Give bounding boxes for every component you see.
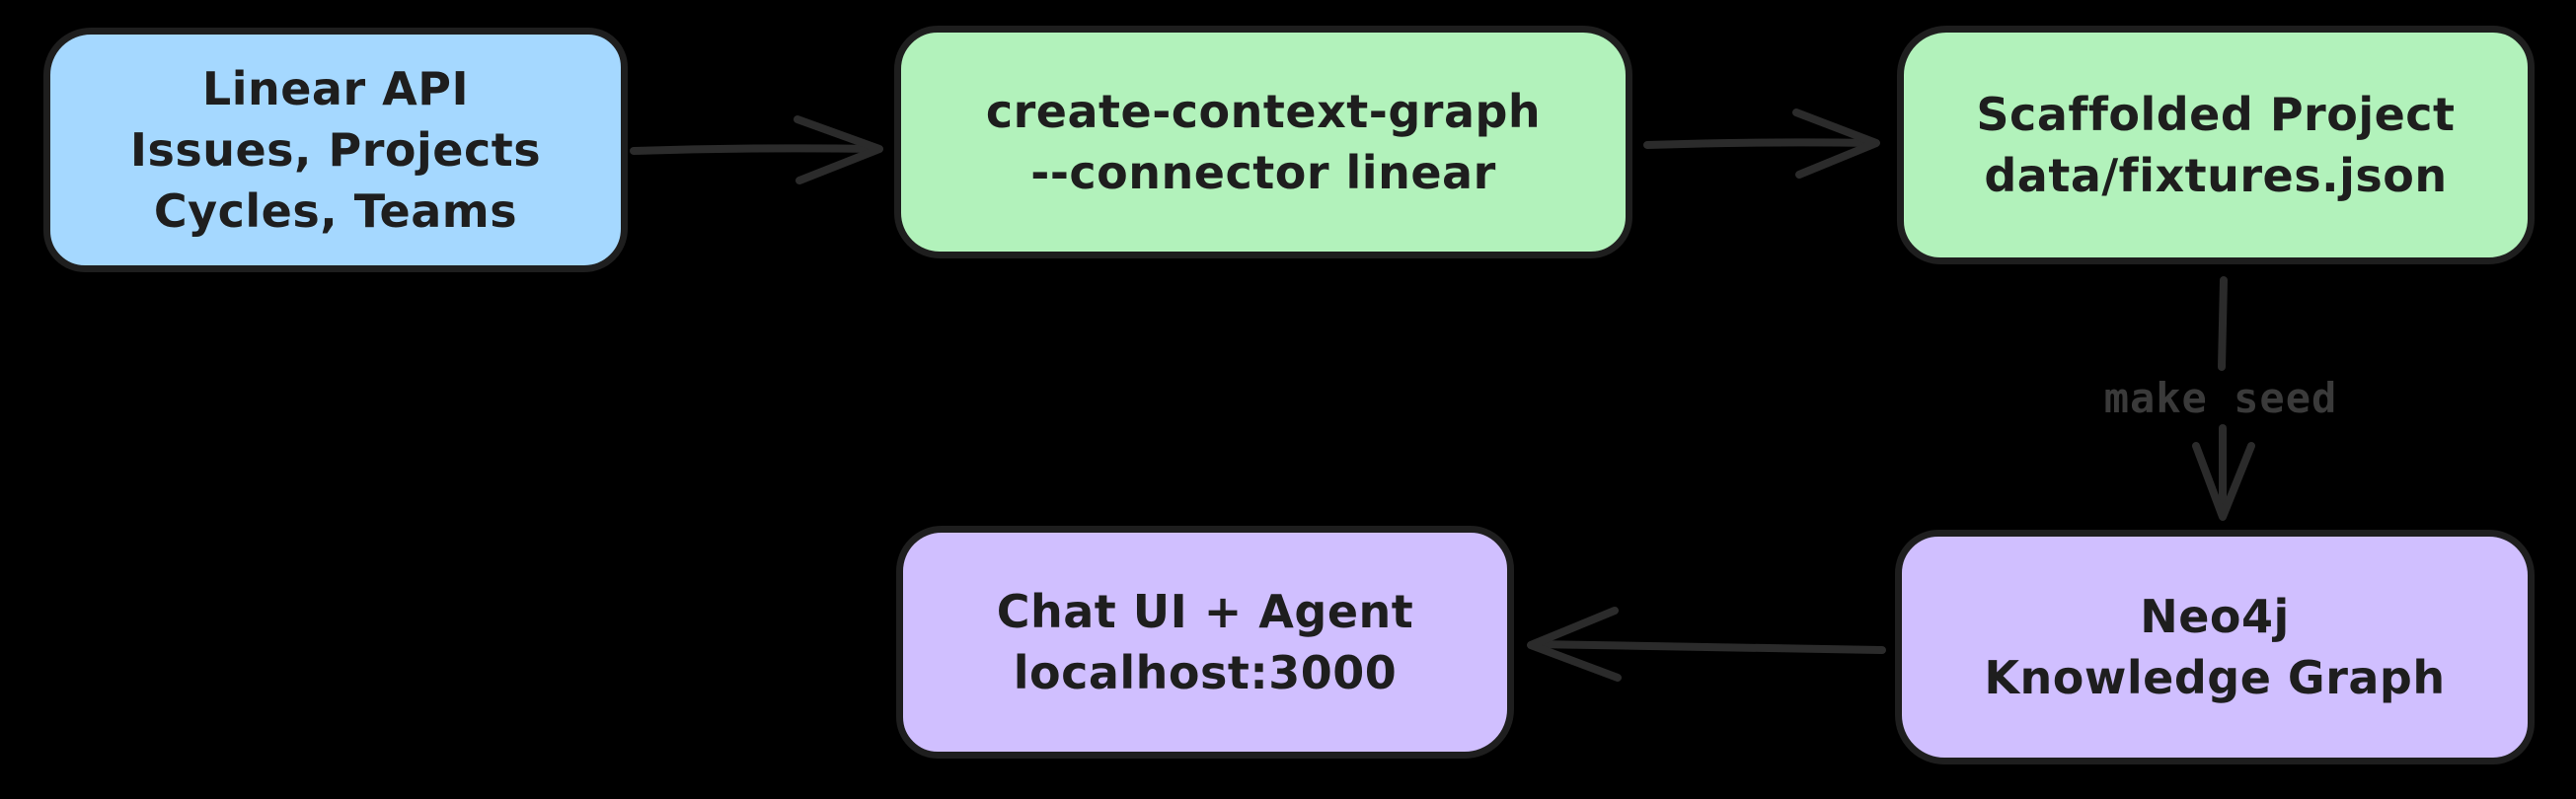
node-scaffolded-project: Scaffolded Project data/fixtures.json [1897,26,2535,264]
arrow-linear-to-create-context-graph [630,115,883,184]
node-neo4j-line-1: Neo4j [2140,590,2290,643]
node-linear-api-line-3: Cycles, Teams [153,184,518,238]
node-linear-api: Linear API Issues, Projects Cycles, Team… [43,28,628,272]
node-neo4j-knowledge-graph: Neo4j Knowledge Graph [1895,530,2535,764]
node-linear-api-line-2: Issues, Projects [129,123,542,177]
arrow-scaffolded-project-to-neo4j [2192,276,2255,521]
node-scaffolded-project-line-1: Scaffolded Project [1976,88,2456,141]
node-create-context-graph-line-2: --connector linear [1030,146,1496,199]
node-chat-ui-line-2: localhost:3000 [1013,646,1398,699]
node-chat-ui-line-1: Chat UI + Agent [996,585,1414,638]
node-create-context-graph-line-1: create-context-graph [985,85,1542,138]
arrow-create-context-graph-to-scaffolded-project [1643,109,1880,179]
edge-label-make-seed: make seed [2103,374,2338,422]
node-create-context-graph: create-context-graph --connector linear [894,26,1632,258]
node-neo4j-line-2: Knowledge Graph [1984,651,2446,704]
node-linear-api-line-1: Linear API [201,62,470,115]
arrow-neo4j-to-chat-ui [1527,607,1886,682]
node-chat-ui-agent: Chat UI + Agent localhost:3000 [896,526,1514,759]
node-scaffolded-project-line-2: data/fixtures.json [1984,149,2448,202]
